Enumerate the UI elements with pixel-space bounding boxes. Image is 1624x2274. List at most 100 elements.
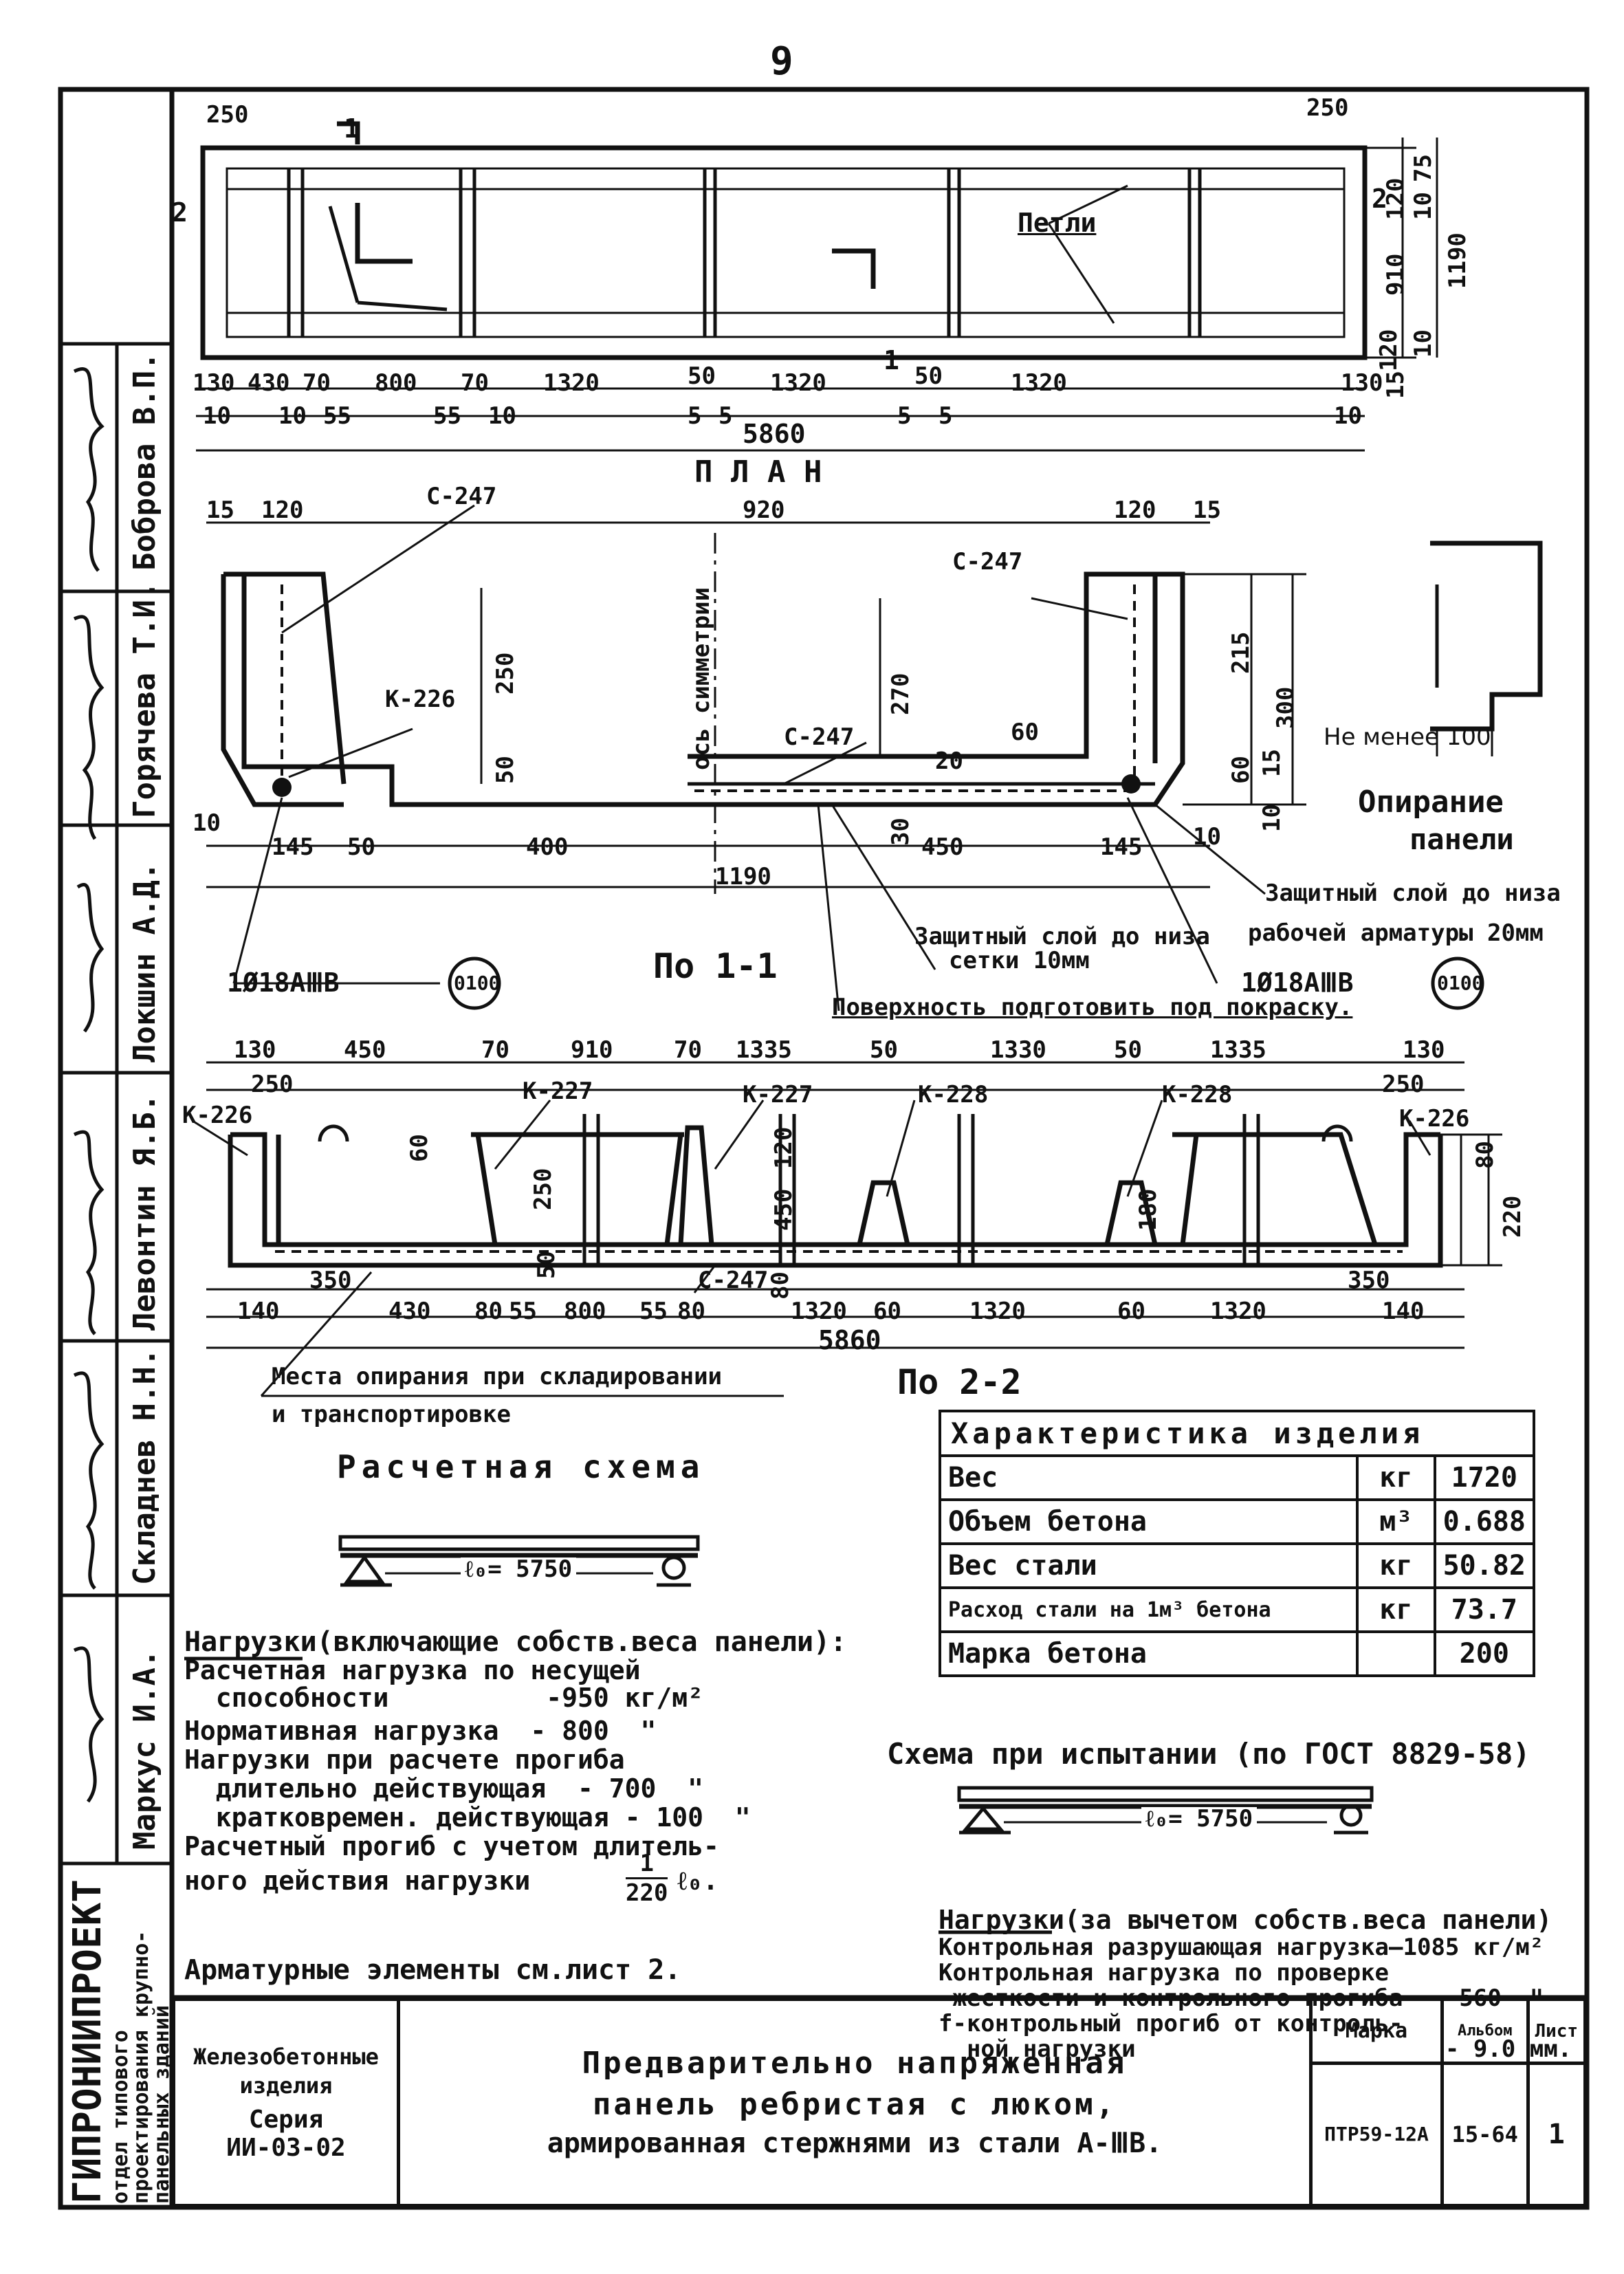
plan-dim2-10b: 10	[278, 402, 307, 430]
test-line-4: ной нагрузки - 9.0 мм.	[939, 2035, 1572, 2063]
title-block: Железобетонные изделия Серия ИИ-03-02 Пр…	[172, 1998, 1587, 2207]
s22-dim-b430: 430	[388, 1298, 431, 1325]
calc-deflection-num: 1	[626, 1850, 668, 1879]
s11-rebar-left: 1Ø18АⅢВ	[227, 967, 340, 998]
calc-line-3: Нагрузки при расчете прогиба	[184, 1745, 625, 1775]
s22-dim-80i: 80	[767, 1271, 794, 1300]
support-title-2: панели	[1409, 822, 1514, 856]
s22-label-k228b: К-228	[1162, 1081, 1233, 1108]
side-name-3: Левонтин Я.Б.	[127, 1093, 162, 1331]
s22-dim-250a: 250	[251, 1071, 294, 1098]
s11-label-c247-a: С-247	[426, 483, 497, 510]
plan-dim-1320c: 1320	[1011, 369, 1067, 397]
plan-dim-130: 130	[193, 369, 235, 397]
plan-title: П Л А Н	[694, 455, 822, 490]
support-dim: Не менее 100	[1324, 723, 1491, 751]
s22-label-k227b: К-227	[743, 1081, 813, 1108]
s22-label-k228a: К-228	[918, 1081, 989, 1108]
s22-dim-50b: 50	[1114, 1036, 1142, 1064]
calc-line-0: Расчетная нагрузка по несущей	[184, 1655, 641, 1685]
stamp-sheet: 1	[1526, 2061, 1583, 2204]
test-line-3: f-контрольный прогиб от контроль-	[939, 2010, 1403, 2037]
s11-dim-120a: 120	[261, 496, 304, 524]
s11-dim-bot-145b: 145	[1100, 833, 1143, 861]
s22-total-5860: 5860	[818, 1325, 881, 1355]
char-name: Вес	[938, 1454, 1359, 1501]
s11-protect2b: рабочей арматуры 20мм	[1248, 919, 1544, 947]
char-unit: м³	[1356, 1498, 1436, 1545]
s22-dim-180: 180	[1134, 1188, 1162, 1231]
plan-loops-label: Петли	[1018, 208, 1097, 238]
side-name-0: Боброва В.П.	[127, 352, 162, 571]
s22-dim-b60b: 60	[1117, 1298, 1145, 1325]
char-name: Объем бетона	[938, 1498, 1359, 1545]
test-loads-heading: Нагрузки	[939, 1905, 1065, 1935]
s11-dim-15r: 15	[1258, 749, 1286, 777]
char-row-weight: Вес кг 1720	[938, 1454, 1536, 1501]
plan-total-5860: 5860	[743, 419, 806, 449]
plan-right-dim-75: 75	[1409, 154, 1437, 182]
side-org: ГИПРОНИИПРОЕКТ	[65, 1879, 110, 2204]
s22-support-note-2: и транспортировке	[272, 1401, 511, 1428]
calc-deflection-tail: ℓ₀.	[677, 1866, 719, 1896]
s22-support-note-1: Места опирания при складировании	[272, 1363, 723, 1390]
s22-dim-b55b: 55	[639, 1298, 668, 1325]
s22-dim-b80b: 80	[677, 1298, 705, 1325]
s22-dim-130a: 130	[234, 1036, 276, 1064]
plan-right-dim-120b: 120	[1375, 329, 1403, 371]
s11-rebar-right: 1Ø18АⅢВ	[1241, 967, 1354, 998]
stamp-type-label: Железобетонные изделия	[193, 2043, 379, 2099]
s11-dim-30: 30	[887, 818, 914, 846]
s22-dim-350a: 350	[309, 1267, 352, 1294]
calc-title: Расчетная схема	[337, 1448, 705, 1485]
s22-dim-130b: 130	[1403, 1036, 1445, 1064]
plan-right-dim-910: 910	[1382, 253, 1409, 296]
s11-dim-60r: 60	[1227, 756, 1255, 784]
s22-dim-70a: 70	[481, 1036, 509, 1064]
stamp-title-1: Предварительно напряженная	[582, 2046, 1128, 2081]
s22-dim-b800: 800	[564, 1298, 606, 1325]
plan-dim-430: 430	[248, 369, 290, 397]
test-span: ℓ₀= 5750	[1141, 1807, 1258, 1830]
s11-dim-250: 250	[492, 652, 519, 695]
s11-dim-bot-10a: 10	[193, 809, 221, 837]
char-value: 0.688	[1433, 1498, 1536, 1545]
calc-line-6: Расчетный прогиб с учетом длитель-	[184, 1831, 719, 1861]
s22-dim-1335b: 1335	[1210, 1036, 1266, 1064]
test-line-0: Контрольная разрушающая нагрузка—1085 кг…	[939, 1934, 1544, 1961]
plan-dim2-10a: 10	[203, 402, 231, 430]
s22-dim-70b: 70	[674, 1036, 702, 1064]
s22-dim-910: 910	[571, 1036, 613, 1064]
s22-label-k226a: К-226	[182, 1102, 253, 1129]
stamp-h-sheet: Лист	[1526, 2001, 1583, 2065]
calc-line-2: Нормативная нагрузка - 800 "	[184, 1716, 657, 1746]
side-name-1: Горячева Т.И.	[127, 581, 162, 818]
stamp-series: ИИ-03-02	[226, 2134, 346, 2163]
plan-section-mark-bottom: 1	[884, 345, 899, 375]
stamp-title-cell: Предварительно напряженная панель ребрис…	[397, 1998, 1313, 2207]
s11-dim-15a: 15	[206, 496, 234, 524]
s11-dim-bot-50: 50	[347, 833, 375, 861]
s22-dim-50a: 50	[870, 1036, 898, 1064]
s11-dim-bot-145a: 145	[272, 833, 314, 861]
plan-right-dim-120: 120	[1382, 177, 1409, 220]
s11-protect2: Защитный слой до низа	[1265, 879, 1561, 907]
s22-dim-b55a: 55	[509, 1298, 537, 1325]
plan-right-dim-15: 15	[1382, 371, 1409, 399]
stamp-type-cell: Железобетонные изделия Серия ИИ-03-02	[172, 1998, 400, 2207]
stamp-mark: ПТР59-12А	[1313, 2061, 1444, 2204]
s11-dim-50: 50	[492, 756, 519, 784]
s22-dim-60: 60	[406, 1134, 433, 1162]
stamp-album: 15-64	[1440, 2061, 1530, 2204]
s11-dim-215: 215	[1227, 631, 1255, 674]
plan-dim2-10c: 10	[488, 402, 516, 430]
side-name-4: Складнев Н.Н.	[127, 1348, 162, 1585]
plan-mark-2-left: 2	[172, 197, 188, 228]
s22-dim-1330: 1330	[990, 1036, 1046, 1064]
plan-mark-2-right: 2	[1372, 184, 1387, 214]
plan-dim-1320b: 1320	[770, 369, 826, 397]
plan-dim2-5b: 5	[718, 402, 733, 430]
s22-dim-350b: 350	[1348, 1267, 1390, 1294]
plan-dim-top-left: 250	[206, 101, 249, 129]
